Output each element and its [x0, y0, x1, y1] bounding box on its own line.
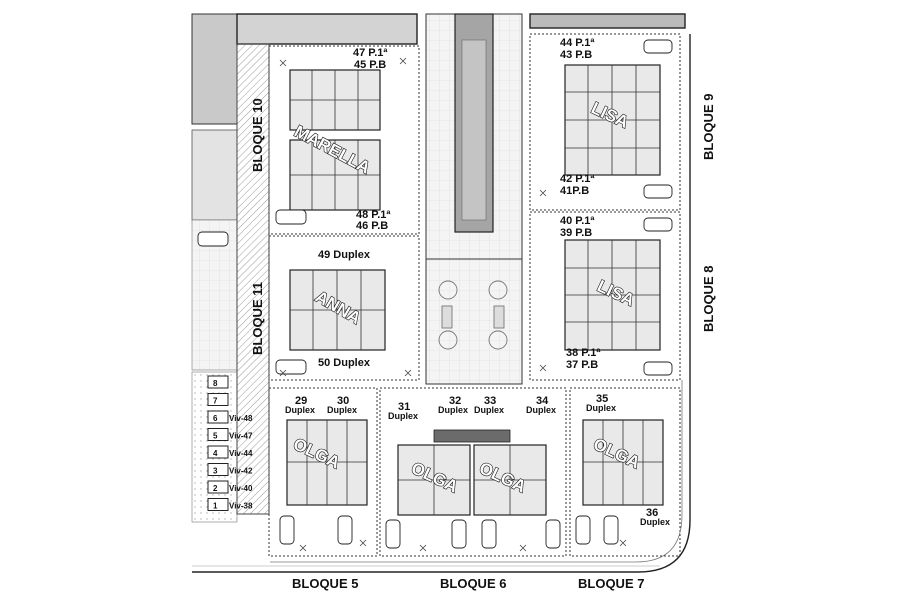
storage-locker-owner: Viv-44 [229, 449, 253, 458]
unit-37: 37 P.B [566, 359, 598, 371]
storage-locker-number: 2 [213, 484, 218, 493]
unit-45: 45 P.B [354, 59, 386, 71]
unit-35-type: Duplex [586, 403, 616, 413]
storage-locker-owner: Viv-47 [229, 432, 253, 441]
unit-33-number: 33 [484, 395, 496, 407]
unit-49: 49 Duplex [318, 249, 371, 261]
west-access-path [236, 43, 270, 515]
olga-party-wall [433, 429, 511, 443]
bloque-7-label: BLOQUE 7 [578, 576, 644, 591]
storage-locker-box [207, 410, 229, 424]
pool-inner [461, 39, 487, 221]
unit-50: 50 Duplex [318, 357, 371, 369]
bloque-9-label: BLOQUE 9 [701, 94, 716, 160]
unit-47: 47 P.1ª [353, 47, 388, 59]
bloque-10-label: BLOQUE 10 [250, 98, 265, 172]
plot-boundaries [268, 33, 681, 557]
bloque-5-label: BLOQUE 5 [292, 576, 358, 591]
top-right-band [529, 13, 686, 29]
unit-41: 41P.B [560, 185, 589, 197]
storage-locker-owner: Viv-40 [229, 484, 253, 493]
storage-locker-number: 5 [213, 432, 218, 441]
unit-30-type: Duplex [327, 405, 357, 415]
unit-31-number: 31 [398, 401, 410, 413]
unit-32-type: Duplex [438, 405, 468, 415]
bloque-11-label: BLOQUE 11 [250, 282, 265, 355]
garden-trees [438, 280, 508, 350]
road-edge [192, 34, 691, 573]
storage-lockers: 8 7 6 Viv-48 5 Viv-47 4 Viv-44 3 Viv-42 2 Viv-40 1 Vi… [207, 375, 253, 511]
unit-33-type: Duplex [474, 405, 504, 415]
storage-locker-box [207, 393, 229, 406]
storage-locker-number: 3 [213, 467, 218, 476]
storage-locker-box [207, 375, 229, 389]
unit-36-type: Duplex [640, 517, 670, 527]
unit-29-number: 29 [295, 395, 307, 407]
central-garden [425, 258, 523, 385]
unit-43: 43 P.B [560, 49, 592, 61]
bloque-6-label: BLOQUE 6 [440, 576, 506, 591]
storage-locker-owner: Viv-48 [229, 414, 253, 423]
storage-locker-number: 1 [213, 502, 218, 511]
unit-48: 48 P.1ª [356, 209, 391, 221]
storage-locker-number: 6 [213, 414, 218, 423]
bloque-8-label: BLOQUE 8 [701, 266, 716, 332]
parked-cars [197, 39, 673, 549]
storage-locker-box [207, 428, 229, 441]
unit-39: 39 P.B [560, 227, 592, 239]
shrubs [279, 57, 627, 552]
unit-30-number: 30 [337, 395, 349, 407]
storage-locker-owner: Viv-42 [229, 467, 253, 476]
unit-40: 40 P.1ª [560, 215, 595, 227]
unit-42: 42 P.1ª [560, 173, 595, 185]
unit-36-number: 36 [646, 507, 658, 519]
unit-46: 46 P.B [356, 220, 388, 232]
unit-35-number: 35 [596, 393, 608, 405]
unit-38: 38 P.1ª [566, 347, 601, 359]
storage-locker-owner: Viv-38 [229, 502, 253, 511]
storage-locker-box [207, 480, 229, 494]
storage-locker-box [207, 498, 229, 511]
neighbour-building [191, 13, 238, 125]
neighbour-parcel [191, 129, 238, 221]
storage-locker-number: 7 [213, 397, 218, 406]
unit-34-type: Duplex [526, 405, 556, 415]
top-wall-band [236, 13, 418, 45]
storage-locker-number: 4 [213, 449, 218, 458]
unit-29-type: Duplex [285, 405, 315, 415]
storage-locker-number: 8 [213, 379, 218, 388]
unit-44: 44 P.1ª [560, 37, 595, 49]
interior-walls [287, 65, 663, 515]
storage-locker-box [207, 445, 229, 459]
road-kerb [270, 380, 683, 563]
unit-31-type: Duplex [388, 411, 418, 421]
storage-locker-box [207, 463, 229, 476]
unit-34-number: 34 [536, 395, 549, 407]
unit-32-number: 32 [449, 395, 461, 407]
